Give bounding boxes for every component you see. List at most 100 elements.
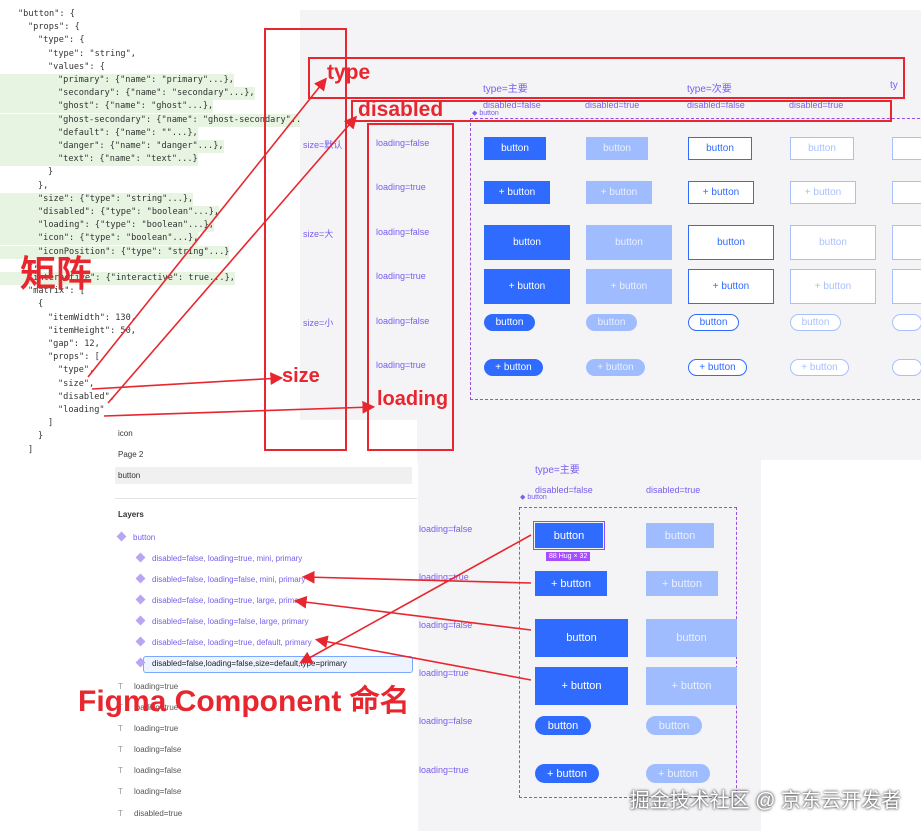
variant-button-small-loading[interactable]: + button [790, 359, 849, 376]
variant-button-clipped[interactable] [892, 359, 921, 376]
variant-button-loading[interactable]: + button [688, 181, 754, 204]
code-line: "primary": {"name": "primary"...}, [0, 74, 234, 87]
subheader-disabled-false: disabled=false [483, 100, 541, 110]
code-line: ] [48, 418, 54, 429]
variant-button-large[interactable]: button [646, 619, 737, 657]
layer-rename-box[interactable] [143, 656, 413, 673]
code-line: "itemHeight": 50, [48, 325, 136, 336]
variant-button-small-loading[interactable]: + button [586, 359, 645, 376]
layer-variant[interactable]: disabled=false, loading=true, large, pri… [135, 594, 305, 605]
code-line: "loading" [58, 405, 105, 415]
variant-button-small-loading[interactable]: + button [646, 764, 710, 783]
page-item-icon[interactable]: icon [118, 429, 133, 438]
layer-variant[interactable]: disabled=false, loading=true, mini, prim… [135, 552, 302, 563]
code-line: "type", [58, 365, 95, 376]
variant-button[interactable]: button [586, 137, 648, 160]
code-line: "text": {"name": "text"...} [0, 153, 198, 167]
text-layer-icon: T [118, 703, 123, 712]
variant-button-large[interactable]: button [586, 225, 672, 260]
annotation-loading: loading [377, 388, 449, 410]
variant-button-small[interactable]: button [484, 314, 535, 331]
variant-button-loading[interactable]: + button [586, 181, 652, 204]
loading-label: loading=true [376, 360, 426, 370]
variant-button[interactable]: button [688, 137, 752, 160]
variant-button-small-loading[interactable]: + button [484, 359, 543, 376]
variant-button[interactable]: button [484, 137, 546, 160]
code-line: "type": "string", [48, 48, 136, 59]
variant-button-large-loading[interactable]: + button [688, 269, 774, 304]
variant-button-large[interactable]: button [688, 225, 774, 260]
variant-button-loading[interactable]: + button [484, 181, 550, 204]
component-tag: ◆ button [472, 110, 499, 117]
variant-button-small-loading[interactable]: + button [688, 359, 747, 376]
variant-button-loading[interactable]: + button [790, 181, 856, 204]
variant-button-clipped[interactable] [892, 225, 921, 260]
subheader-disabled-false: disabled=false [535, 485, 593, 495]
variant-button-large[interactable]: button [790, 225, 876, 260]
variant-button-large[interactable]: button [535, 619, 628, 657]
variant-button-clipped[interactable] [892, 314, 921, 331]
variant-button-clipped[interactable] [892, 181, 921, 204]
layer-variant[interactable]: disabled=false, loading=false, mini, pri… [135, 573, 305, 584]
variant-button-small[interactable]: button [535, 716, 591, 735]
layer-variant[interactable]: disabled=false, loading=false, large, pr… [135, 615, 309, 626]
variant-button-small[interactable]: button [646, 716, 702, 735]
variant-button-large-loading[interactable]: + button [646, 667, 737, 705]
column-header-type-secondary: type=次要 [687, 84, 732, 95]
text-layer-icon: T [118, 682, 123, 691]
text-layer-icon: T [118, 766, 123, 775]
code-line: { [38, 299, 44, 310]
variant-button-large[interactable]: button [484, 225, 570, 260]
code-line: "danger": {"name": "danger"...}, [0, 140, 224, 153]
figma-canvas-bottom[interactable]: type=主要 disabled=false disabled=true ◆ b… [418, 440, 761, 831]
selected-variant-button[interactable]: button [533, 521, 605, 550]
variant-button-loading[interactable]: + button [535, 571, 607, 596]
component-set-frame[interactable] [470, 118, 921, 400]
variant-button-large-loading[interactable]: + button [790, 269, 876, 304]
page-item-page-2[interactable]: Page 2 [118, 450, 144, 459]
code-line: "gap": 12, [48, 339, 100, 349]
code-line: "type": { [38, 35, 85, 46]
size-column-highlight [264, 28, 347, 451]
page-item-button[interactable]: button [118, 471, 141, 480]
variant-button-small[interactable]: button [586, 314, 637, 331]
size-label-small: size=小 [303, 318, 334, 328]
loading-label: loading=false [376, 138, 430, 148]
layer-component-set[interactable]: button [116, 531, 155, 542]
code-line: "iconPosition": {"type": "string"...} [0, 245, 230, 259]
variant-button-loading[interactable]: + button [646, 571, 718, 596]
code-line: }, [38, 180, 49, 191]
loading-label: loading=true [419, 572, 469, 582]
variant-button-large-loading[interactable]: + button [535, 667, 628, 705]
size-label-default: size=默认 [303, 140, 343, 150]
code-line: "props": [ [48, 352, 100, 363]
variant-button-small-loading[interactable]: + button [535, 764, 599, 783]
loading-label: loading=false [419, 620, 473, 630]
loading-column-highlight [367, 123, 454, 451]
code-line: "itemWidth": 130, [48, 312, 136, 323]
variant-button[interactable]: button [790, 137, 854, 160]
variant-button-small[interactable]: button [688, 314, 739, 331]
code-line: "size": {"type": "string"...}, [0, 192, 194, 206]
variant-button-large-loading[interactable]: + button [586, 269, 672, 304]
variant-button-small[interactable]: button [790, 314, 841, 331]
size-label-large: size=大 [303, 229, 334, 239]
loading-label: loading=true [419, 668, 469, 678]
loading-label: loading=false [419, 716, 473, 726]
variant-button[interactable]: button [646, 523, 714, 548]
layer-variant[interactable]: disabled=false, loading=true, default, p… [135, 636, 312, 647]
figma-canvas-top[interactable]: type=主要 type=次要 ty disabled=false disabl… [300, 10, 921, 460]
variant-button-large-loading[interactable]: + button [484, 269, 570, 304]
code-panel: "button": {"props": {"type": {"type": "s… [0, 0, 317, 460]
variant-button-clipped[interactable] [892, 137, 921, 160]
variant-button-clipped[interactable] [892, 269, 921, 304]
layer-variant-editing[interactable]: disabled=false,loading=false,size=defaul… [135, 657, 347, 668]
